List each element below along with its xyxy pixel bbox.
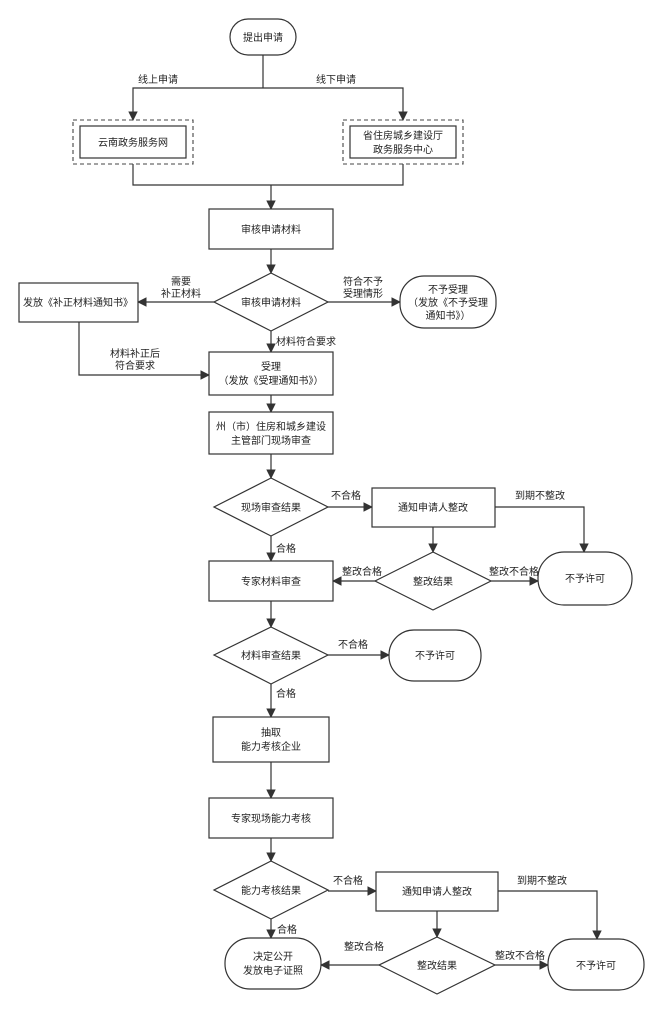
edge-label-mat-pass: 合格 <box>276 687 296 700</box>
edge-label-supplemented-2: 符合要求 <box>115 359 155 372</box>
node-extract: 抽取 能力考核企业 <box>212 716 330 763</box>
node-rectify-result-2-label: 整改结果 <box>417 959 457 972</box>
edge-label-ability-pass: 合格 <box>277 923 297 936</box>
node-submit-label: 提出申请 <box>243 31 283 44</box>
edge-label-overdue-2: 到期不整改 <box>517 874 567 887</box>
edge-overdue-2 <box>498 890 602 940</box>
node-offline-center: 省住房城乡建设厅 政务服务中心 <box>342 119 464 165</box>
edge-label-mat-fail: 不合格 <box>338 638 368 651</box>
edge-label-site-fail: 不合格 <box>331 489 361 502</box>
node-submit: 提出申请 <box>229 18 297 56</box>
edge-label-rect-fail-1: 整改不合格 <box>489 565 539 578</box>
node-no-permit-1-label: 不予许可 <box>565 573 605 585</box>
node-review-materials-label: 审核申请材料 <box>241 223 301 236</box>
node-ability-result-label: 能力考核结果 <box>241 884 301 897</box>
node-rectify-result-1-label: 整改结果 <box>413 575 453 588</box>
node-reject-label-1: 不予受理 <box>428 284 468 296</box>
node-reject-label-2: （发放《不予受理 <box>408 296 488 309</box>
node-site-inspection-label-2: 主管部门现场审查 <box>231 434 311 447</box>
edge-supplement-accept <box>78 322 210 380</box>
node-supplement-notice-label: 发放《补正材料通知书》 <box>23 296 133 309</box>
node-review-materials: 审核申请材料 <box>208 208 334 250</box>
edge-to-online <box>128 87 263 121</box>
node-expert-site-assess-label: 专家现场能力考核 <box>231 812 311 825</box>
node-material-result-label: 材料审查结果 <box>241 649 301 662</box>
edge-label-overdue-1: 到期不整改 <box>515 489 565 502</box>
node-no-permit-2: 不予许可 <box>388 629 482 682</box>
edge-label-need-2: 补正材料 <box>161 287 201 300</box>
node-accept-label-1: 受理 <box>261 361 281 373</box>
node-final: 决定公开 发放电子证照 <box>224 937 322 990</box>
node-supplement-notice: 发放《补正材料通知书》 <box>18 282 139 323</box>
edge-labels: 线上申请 线下申请 需要 补正材料 符合不予 受理情形 材料符合要求 材料补正后… <box>110 73 567 962</box>
node-review-decision-label: 审核申请材料 <box>241 296 301 309</box>
edge-label-site-pass: 合格 <box>276 542 296 555</box>
edge-to-offline <box>263 87 408 121</box>
node-site-result: 现场审查结果 <box>212 477 330 537</box>
node-extract-label-1: 抽取 <box>261 726 281 739</box>
edge-label-need-1: 需要 <box>171 276 191 288</box>
node-accept: 受理 （发放《受理通知书》） <box>208 351 334 396</box>
node-notify-rectify-1-label: 通知申请人整改 <box>398 501 468 514</box>
edge-label-materials-ok: 材料符合要求 <box>276 335 336 348</box>
node-notify-rectify-1: 通知申请人整改 <box>371 487 496 528</box>
node-site-inspection: 州（市）住房和城乡建设 主管部门现场审查 <box>208 411 334 455</box>
node-final-label-2: 发放电子证照 <box>243 964 303 977</box>
edge-label-rect-fail-2: 整改不合格 <box>495 949 545 962</box>
node-offline-center-label-1: 省住房城乡建设厅 <box>363 129 443 142</box>
node-accept-label-2: （发放《受理通知书》） <box>219 374 324 387</box>
edge-label-rect-pass-2: 整改合格 <box>344 940 384 953</box>
node-rectify-result-2: 整改结果 <box>377 936 497 995</box>
edge-label-not-meet-2: 受理情形 <box>343 287 383 300</box>
node-reject-label-3: 通知书》） <box>426 309 471 322</box>
node-reject: 不予受理 （发放《不予受理 通知书》） <box>399 275 497 329</box>
node-rectify-result-1: 整改结果 <box>373 551 493 611</box>
edge-label-offline: 线下申请 <box>316 73 356 86</box>
edge-label-supplemented-1: 材料补正后 <box>110 347 160 360</box>
node-final-label-1: 决定公开 <box>253 950 293 963</box>
node-notify-rectify-2: 通知申请人整改 <box>375 871 499 912</box>
node-online-portal-label: 云南政务服务网 <box>98 136 168 149</box>
node-online-portal: 云南政务服务网 <box>72 119 194 165</box>
node-ability-result: 能力考核结果 <box>212 860 330 920</box>
node-expert-site-assess: 专家现场能力考核 <box>208 797 334 839</box>
node-site-result-label: 现场审查结果 <box>241 501 301 514</box>
node-review-decision: 审核申请材料 <box>212 272 330 332</box>
node-no-permit-2-label: 不予许可 <box>415 650 455 662</box>
node-no-permit-3-label: 不予许可 <box>576 960 616 972</box>
edge-online-merge <box>132 164 271 186</box>
edge-offline-merge <box>271 164 404 186</box>
edge-label-online: 线上申请 <box>138 73 178 86</box>
node-notify-rectify-2-label: 通知申请人整改 <box>402 885 472 898</box>
edge-label-not-meet-1: 符合不予 <box>343 275 383 288</box>
node-site-inspection-label-1: 州（市）住房和城乡建设 <box>216 420 326 433</box>
node-expert-review: 专家材料审查 <box>208 560 334 602</box>
node-material-result: 材料审查结果 <box>212 626 330 685</box>
node-no-permit-3: 不予许可 <box>547 938 645 991</box>
edge-overdue-1 <box>495 506 589 553</box>
node-extract-label-2: 能力考核企业 <box>241 740 301 753</box>
node-offline-center-label-2: 政务服务中心 <box>373 143 433 156</box>
node-no-permit-1: 不予许可 <box>537 551 633 606</box>
edge-label-ability-fail: 不合格 <box>333 874 363 887</box>
edge-label-rect-pass-1: 整改合格 <box>342 565 382 578</box>
edges <box>78 55 602 970</box>
node-expert-review-label: 专家材料审查 <box>241 575 301 588</box>
